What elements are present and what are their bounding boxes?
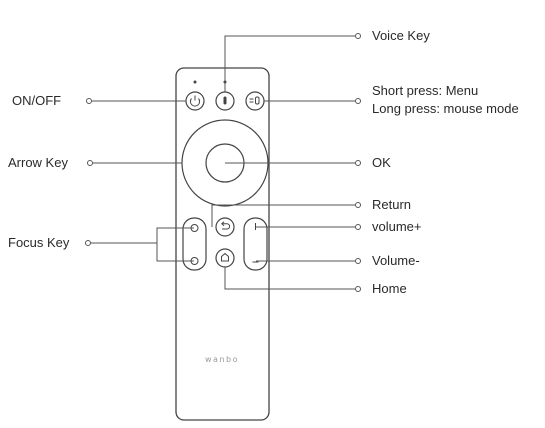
arrow-key-label: Arrow Key <box>8 155 68 170</box>
on-off-leader-end <box>86 98 92 104</box>
voice-key-leader-end <box>355 33 361 39</box>
menu-icon <box>249 96 260 105</box>
focus-key-label: Focus Key <box>8 235 70 250</box>
on-off-label: ON/OFF <box>12 93 61 108</box>
power-icon <box>189 95 201 107</box>
menu-long-press-label: Long press: mouse mode <box>372 101 519 116</box>
voice-key-label: Voice Key <box>372 28 430 43</box>
home-icon <box>221 252 229 262</box>
menu-button[interactable] <box>245 91 265 111</box>
volume-up-leader-end <box>355 224 361 230</box>
brand-logo: wanbo <box>205 355 239 364</box>
volume-down-leader-end <box>355 258 361 264</box>
focus-key-leader-end <box>85 240 91 246</box>
power-indicator-dot <box>193 80 197 84</box>
ok-leader-end <box>355 160 361 166</box>
focus-key-bracket <box>156 227 194 262</box>
microphone-icon <box>223 96 227 105</box>
volume-key[interactable] <box>243 217 268 271</box>
voice-button[interactable] <box>215 91 235 111</box>
return-leader-end <box>355 202 361 208</box>
menu-leader-end <box>355 98 361 104</box>
home-label: Home <box>372 281 407 296</box>
return-label: Return <box>372 197 411 212</box>
return-leader <box>211 204 355 227</box>
volume-down-label: Volume- <box>372 253 420 268</box>
home-leader-end <box>355 286 361 292</box>
return-button[interactable] <box>215 217 235 237</box>
volume-up-label: volume+ <box>372 219 422 234</box>
return-arrow-icon <box>221 221 231 230</box>
arrow-key-leader-end <box>87 160 93 166</box>
voice-key-leader <box>224 35 355 92</box>
focus-key[interactable] <box>182 217 207 271</box>
ok-label: OK <box>372 155 391 170</box>
home-button[interactable] <box>215 248 235 268</box>
home-leader <box>224 267 355 290</box>
power-button[interactable] <box>185 91 205 111</box>
menu-short-press-label: Short press: Menu <box>372 83 478 98</box>
